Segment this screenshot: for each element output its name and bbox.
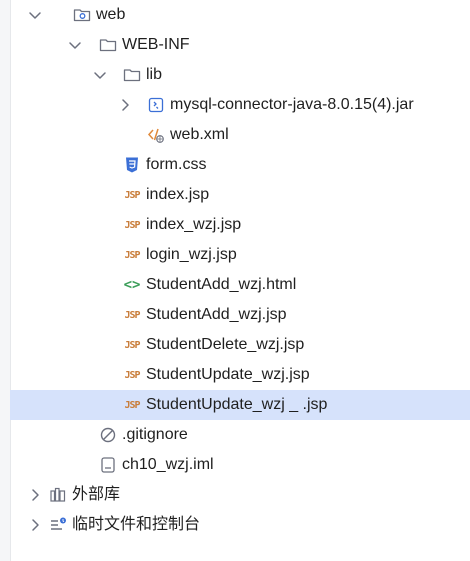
tree-item[interactable]: .gitignore xyxy=(10,420,470,450)
tree-item-label: StudentUpdate_wzj.jsp xyxy=(146,366,310,383)
tree-item[interactable]: JSP login_wzj.jsp xyxy=(10,240,470,270)
jsp-file-icon: JSP xyxy=(124,369,140,381)
tree-item-label: StudentAdd_wzj.html xyxy=(146,276,297,293)
jsp-file-icon: JSP xyxy=(124,189,140,201)
tree-item[interactable]: web xyxy=(10,0,470,30)
tree-item[interactable]: mysql-connector-java-8.0.15(4).jar xyxy=(10,90,470,120)
tree-item[interactable]: JSP StudentUpdate_wzj _ .jsp xyxy=(10,390,470,420)
folder-icon xyxy=(123,66,141,84)
jsp-file-icon: JSP xyxy=(124,339,140,351)
tree-item[interactable]: 临时文件和控制台 xyxy=(10,510,470,540)
tree-item[interactable]: JSP StudentDelete_wzj.jsp xyxy=(10,330,470,360)
module-folder-icon xyxy=(73,6,91,24)
jsp-file-icon: JSP xyxy=(124,309,140,321)
tree-item[interactable]: 外部库 xyxy=(10,480,470,510)
chevron-down-icon[interactable] xyxy=(67,37,83,53)
tree-item[interactable]: ch10_wzj.iml xyxy=(10,450,470,480)
tree-item-label: ch10_wzj.iml xyxy=(122,456,214,473)
external-libraries-icon xyxy=(49,486,67,504)
tree-item[interactable]: JSP index.jsp xyxy=(10,180,470,210)
tree-item-label: web xyxy=(96,6,126,23)
tree-item-label: lib xyxy=(146,66,163,83)
tree-item[interactable]: JSP StudentUpdate_wzj.jsp xyxy=(10,360,470,390)
chevron-right-icon[interactable] xyxy=(27,517,43,533)
left-gutter xyxy=(0,0,11,561)
jsp-file-icon: JSP xyxy=(124,249,140,261)
jsp-file-icon: JSP xyxy=(124,399,140,411)
scratches-consoles-icon xyxy=(49,516,67,534)
chevron-right-icon[interactable] xyxy=(117,97,133,113)
tree-item-label: .gitignore xyxy=(122,426,188,443)
jar-library-icon xyxy=(147,96,165,114)
tree-item[interactable]: <> StudentAdd_wzj.html xyxy=(10,270,470,300)
tree-item-label: StudentAdd_wzj.jsp xyxy=(146,306,287,323)
tree-item[interactable]: JSP index_wzj.jsp xyxy=(10,210,470,240)
tree-item[interactable]: WEB-INF xyxy=(10,30,470,60)
jsp-file-icon: JSP xyxy=(124,219,140,231)
tree-item[interactable]: web.xml xyxy=(10,120,470,150)
tree-item-label: StudentDelete_wzj.jsp xyxy=(146,336,305,353)
tree-item-label: mysql-connector-java-8.0.15(4).jar xyxy=(170,96,414,113)
folder-icon xyxy=(99,36,117,54)
tree-item-label: index_wzj.jsp xyxy=(146,216,242,233)
tree-item-label: index.jsp xyxy=(146,186,210,203)
css-file-icon xyxy=(123,156,141,174)
tree-item[interactable]: JSP StudentAdd_wzj.jsp xyxy=(10,300,470,330)
tree-item[interactable]: form.css xyxy=(10,150,470,180)
chevron-right-icon[interactable] xyxy=(27,487,43,503)
iml-file-icon xyxy=(99,456,117,474)
xml-file-icon xyxy=(147,126,165,144)
tree-item-label: 外部库 xyxy=(72,486,121,503)
tree-item-label: WEB-INF xyxy=(122,36,190,53)
tree-item-label: 临时文件和控制台 xyxy=(72,516,201,533)
tree-item-label: login_wzj.jsp xyxy=(146,246,237,263)
gitignore-file-icon xyxy=(99,426,117,444)
tree-item-label: web.xml xyxy=(170,126,229,143)
tree-item[interactable]: lib xyxy=(10,60,470,90)
tree-item-label: form.css xyxy=(146,156,207,173)
tree-item-label: StudentUpdate_wzj _ .jsp xyxy=(146,396,328,413)
chevron-down-icon[interactable] xyxy=(92,67,108,83)
chevron-down-icon[interactable] xyxy=(27,7,43,23)
html-file-icon: <> xyxy=(123,277,141,293)
